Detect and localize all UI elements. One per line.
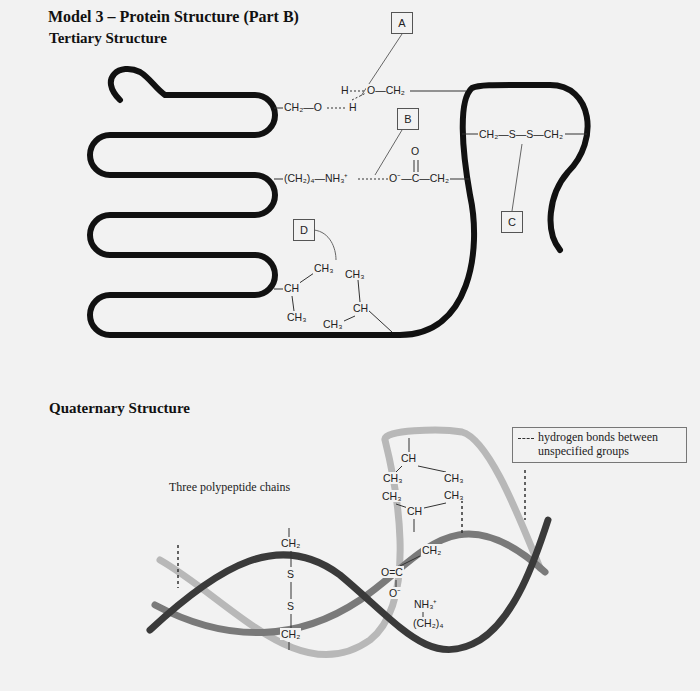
chemical-group: CH	[283, 282, 300, 294]
chemical-group: CH	[400, 452, 417, 464]
chemical-group: (CH₂)₄—NH₃⁺	[283, 172, 349, 184]
chemical-group: CH₃	[286, 311, 307, 323]
chemical-group: CH	[352, 302, 369, 314]
chemical-group: O⁻—C—CH₂	[388, 172, 450, 184]
chemical-group: CH₂	[280, 628, 301, 640]
chemical-group: O	[410, 145, 420, 157]
chemical-group: H	[340, 84, 350, 96]
chemical-group: CH₂	[421, 544, 442, 556]
section-heading: Quaternary Structure	[48, 400, 191, 417]
callout-box: C	[501, 211, 523, 233]
callout-box: A	[391, 12, 413, 34]
legend-row: hydrogen bonds between unspecified group…	[518, 431, 681, 459]
chemical-group: H	[348, 101, 358, 113]
chemical-group: CH₃	[344, 268, 365, 280]
chemical-group: CH₃	[382, 472, 403, 484]
chemical-group: CH₃	[322, 318, 343, 330]
callout-letter: C	[508, 216, 516, 228]
note: Three polypeptide chains	[168, 480, 291, 495]
chemical-group: CH₂	[280, 537, 301, 549]
callout-box: B	[397, 108, 419, 130]
callout-letter: D	[300, 224, 308, 236]
callout-letter: A	[398, 17, 405, 29]
chemical-group: CH₂—S—S—CH₂	[478, 128, 564, 140]
chemical-group: CH₂—O	[283, 101, 323, 113]
section-heading: Tertiary Structure	[48, 30, 168, 47]
chemical-group: NH₃⁺	[413, 598, 438, 610]
legend-text: hydrogen bonds between unspecified group…	[538, 431, 681, 459]
chemical-group: CH₃	[443, 489, 464, 501]
callout-letter: B	[404, 113, 411, 125]
chemical-group: CH₃	[313, 262, 334, 274]
chemical-group: O—CH₂	[366, 84, 406, 96]
callout-box: D	[293, 219, 315, 241]
chemical-group: (CH₂)₄	[412, 617, 445, 629]
chemical-group: CH₃	[443, 472, 464, 484]
legend-box: hydrogen bonds between unspecified group…	[512, 427, 687, 463]
chemical-group: O⁻	[388, 587, 402, 599]
chemical-group: O=C	[380, 566, 404, 578]
legend-swatch	[518, 438, 534, 439]
chemical-group: CH	[406, 505, 423, 517]
diagram-title: Model 3 – Protein Structure (Part B)	[48, 8, 299, 26]
chemical-group: S	[286, 600, 295, 612]
chemical-group: S	[286, 568, 295, 580]
chemical-group: CH₃	[381, 490, 402, 502]
